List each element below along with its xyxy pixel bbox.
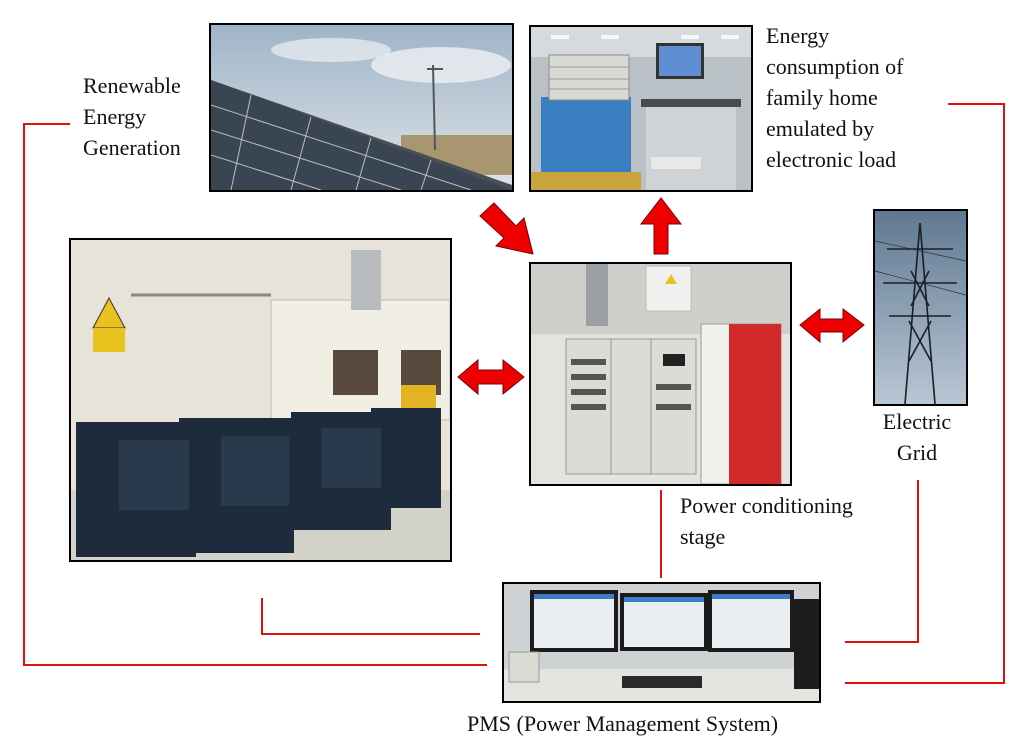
electronic-load-photo <box>529 25 753 192</box>
storage-to-pms-line <box>261 598 480 635</box>
renewable-energy-label: Renewable Energy Generation <box>83 73 181 160</box>
power-conditioning-label: Power conditioning stage <box>680 493 853 549</box>
pms-label: PMS (Power Management System) <box>467 711 779 736</box>
power-conditioning-photo <box>529 262 792 486</box>
conditioning-grid-double-arrow <box>799 307 865 344</box>
transmission-tower-photo <box>873 209 968 406</box>
grid-to-pms-line <box>845 480 919 643</box>
consumption-to-pms-line <box>845 103 1005 684</box>
pms-control-room-photo <box>502 582 821 703</box>
solar-panel-photo <box>209 23 514 192</box>
energy-consumption-label: Energy consumption of family home emulat… <box>766 23 904 172</box>
hydrogen-storage-photo <box>69 238 452 562</box>
conditioning-to-load-arrow <box>639 197 683 255</box>
solar-to-conditioning-arrow <box>479 202 534 255</box>
storage-conditioning-double-arrow <box>457 358 525 396</box>
renewable-to-pms-line <box>23 123 487 666</box>
electric-grid-label: Electric Grid <box>882 409 952 465</box>
